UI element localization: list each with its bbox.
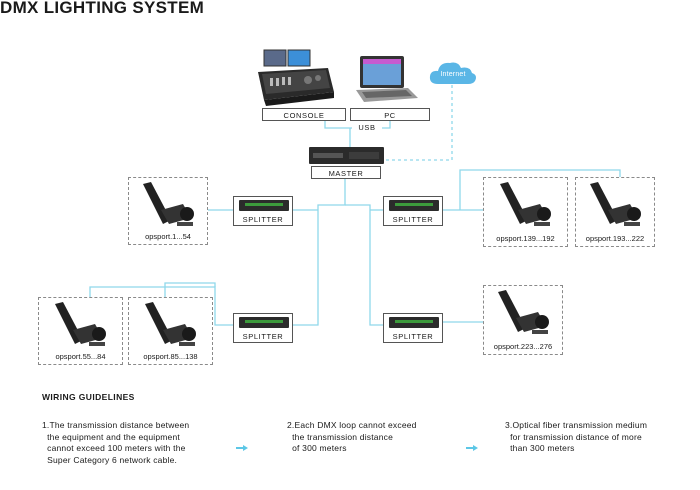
master-controller-icon	[309, 147, 384, 164]
guideline-3: 3.Optical fiber transmission medium for …	[505, 420, 648, 453]
internet-label: Internet	[440, 71, 466, 78]
pc-label: PC	[384, 111, 396, 120]
splitter-icon	[389, 200, 439, 211]
fixture-group-1: opsport.1...54	[128, 177, 208, 245]
fixture-group-2: opsport.55...84	[38, 297, 123, 365]
moving-head-fixture-icon	[137, 182, 201, 235]
splitter-label: SPLITTER	[242, 215, 284, 224]
guidelines-title: WIRING GUIDELINES	[42, 392, 135, 402]
splitter-icon	[239, 200, 289, 211]
fixture-group-label: opsport.55...84	[55, 352, 106, 361]
splitter-bottom-left: SPLITTER	[233, 313, 293, 343]
splitter-label: SPLITTER	[392, 215, 434, 224]
fixture-group-4: opsport.139...192	[483, 177, 568, 247]
console-label: CONSOLE	[283, 111, 325, 120]
arrow-right-icon	[466, 438, 478, 451]
fixture-group-label: opsport.139...192	[496, 234, 555, 243]
usb-label: USB	[352, 123, 382, 132]
console-icon	[258, 48, 334, 108]
pc-node: PC	[350, 108, 430, 121]
fixture-group-label: opsport.223...276	[493, 342, 553, 351]
splitter-top-right: SPLITTER	[383, 196, 443, 226]
trunk-right	[345, 204, 385, 326]
splitter-label: SPLITTER	[242, 332, 284, 341]
arrow-right-icon	[236, 438, 248, 451]
cloud-icon: Internet	[428, 60, 478, 86]
splitter-bottom-right: SPLITTER	[383, 313, 443, 343]
splitter-icon	[239, 317, 289, 328]
internet-link	[385, 85, 453, 161]
fixture-group-3: opsport.85...138	[128, 297, 213, 365]
splitter-icon	[389, 317, 439, 328]
guideline-2: 2.Each DMX loop cannot exceed the transm…	[287, 420, 417, 453]
master-label: MASTER	[328, 169, 364, 178]
console-node: CONSOLE	[262, 108, 346, 121]
laptop-icon	[356, 54, 420, 104]
fixture-group-label: opsport.85...138	[143, 352, 198, 361]
fixture-group-label: opsport.193...222	[585, 234, 645, 243]
splitter-label: SPLITTER	[392, 332, 434, 341]
moving-head-fixture-icon	[49, 302, 113, 355]
fixture-group-6: opsport.223...276	[483, 285, 563, 355]
master-node: MASTER	[311, 166, 381, 179]
moving-head-fixture-icon	[584, 182, 648, 235]
moving-head-fixture-icon	[494, 182, 558, 235]
moving-head-fixture-icon	[139, 302, 203, 355]
link-g3	[164, 282, 216, 297]
splitter-top-left: SPLITTER	[233, 196, 293, 226]
fixture-group-5: opsport.193...222	[575, 177, 655, 247]
link-g5	[459, 169, 621, 210]
guideline-1: 1.The transmission distance between the …	[42, 420, 190, 465]
page-title: DMX LIGHTING SYSTEM	[0, 0, 205, 17]
moving-head-fixture-icon	[492, 290, 556, 343]
trunk-left	[290, 176, 346, 326]
fixture-group-label: opsport.1...54	[145, 232, 191, 241]
